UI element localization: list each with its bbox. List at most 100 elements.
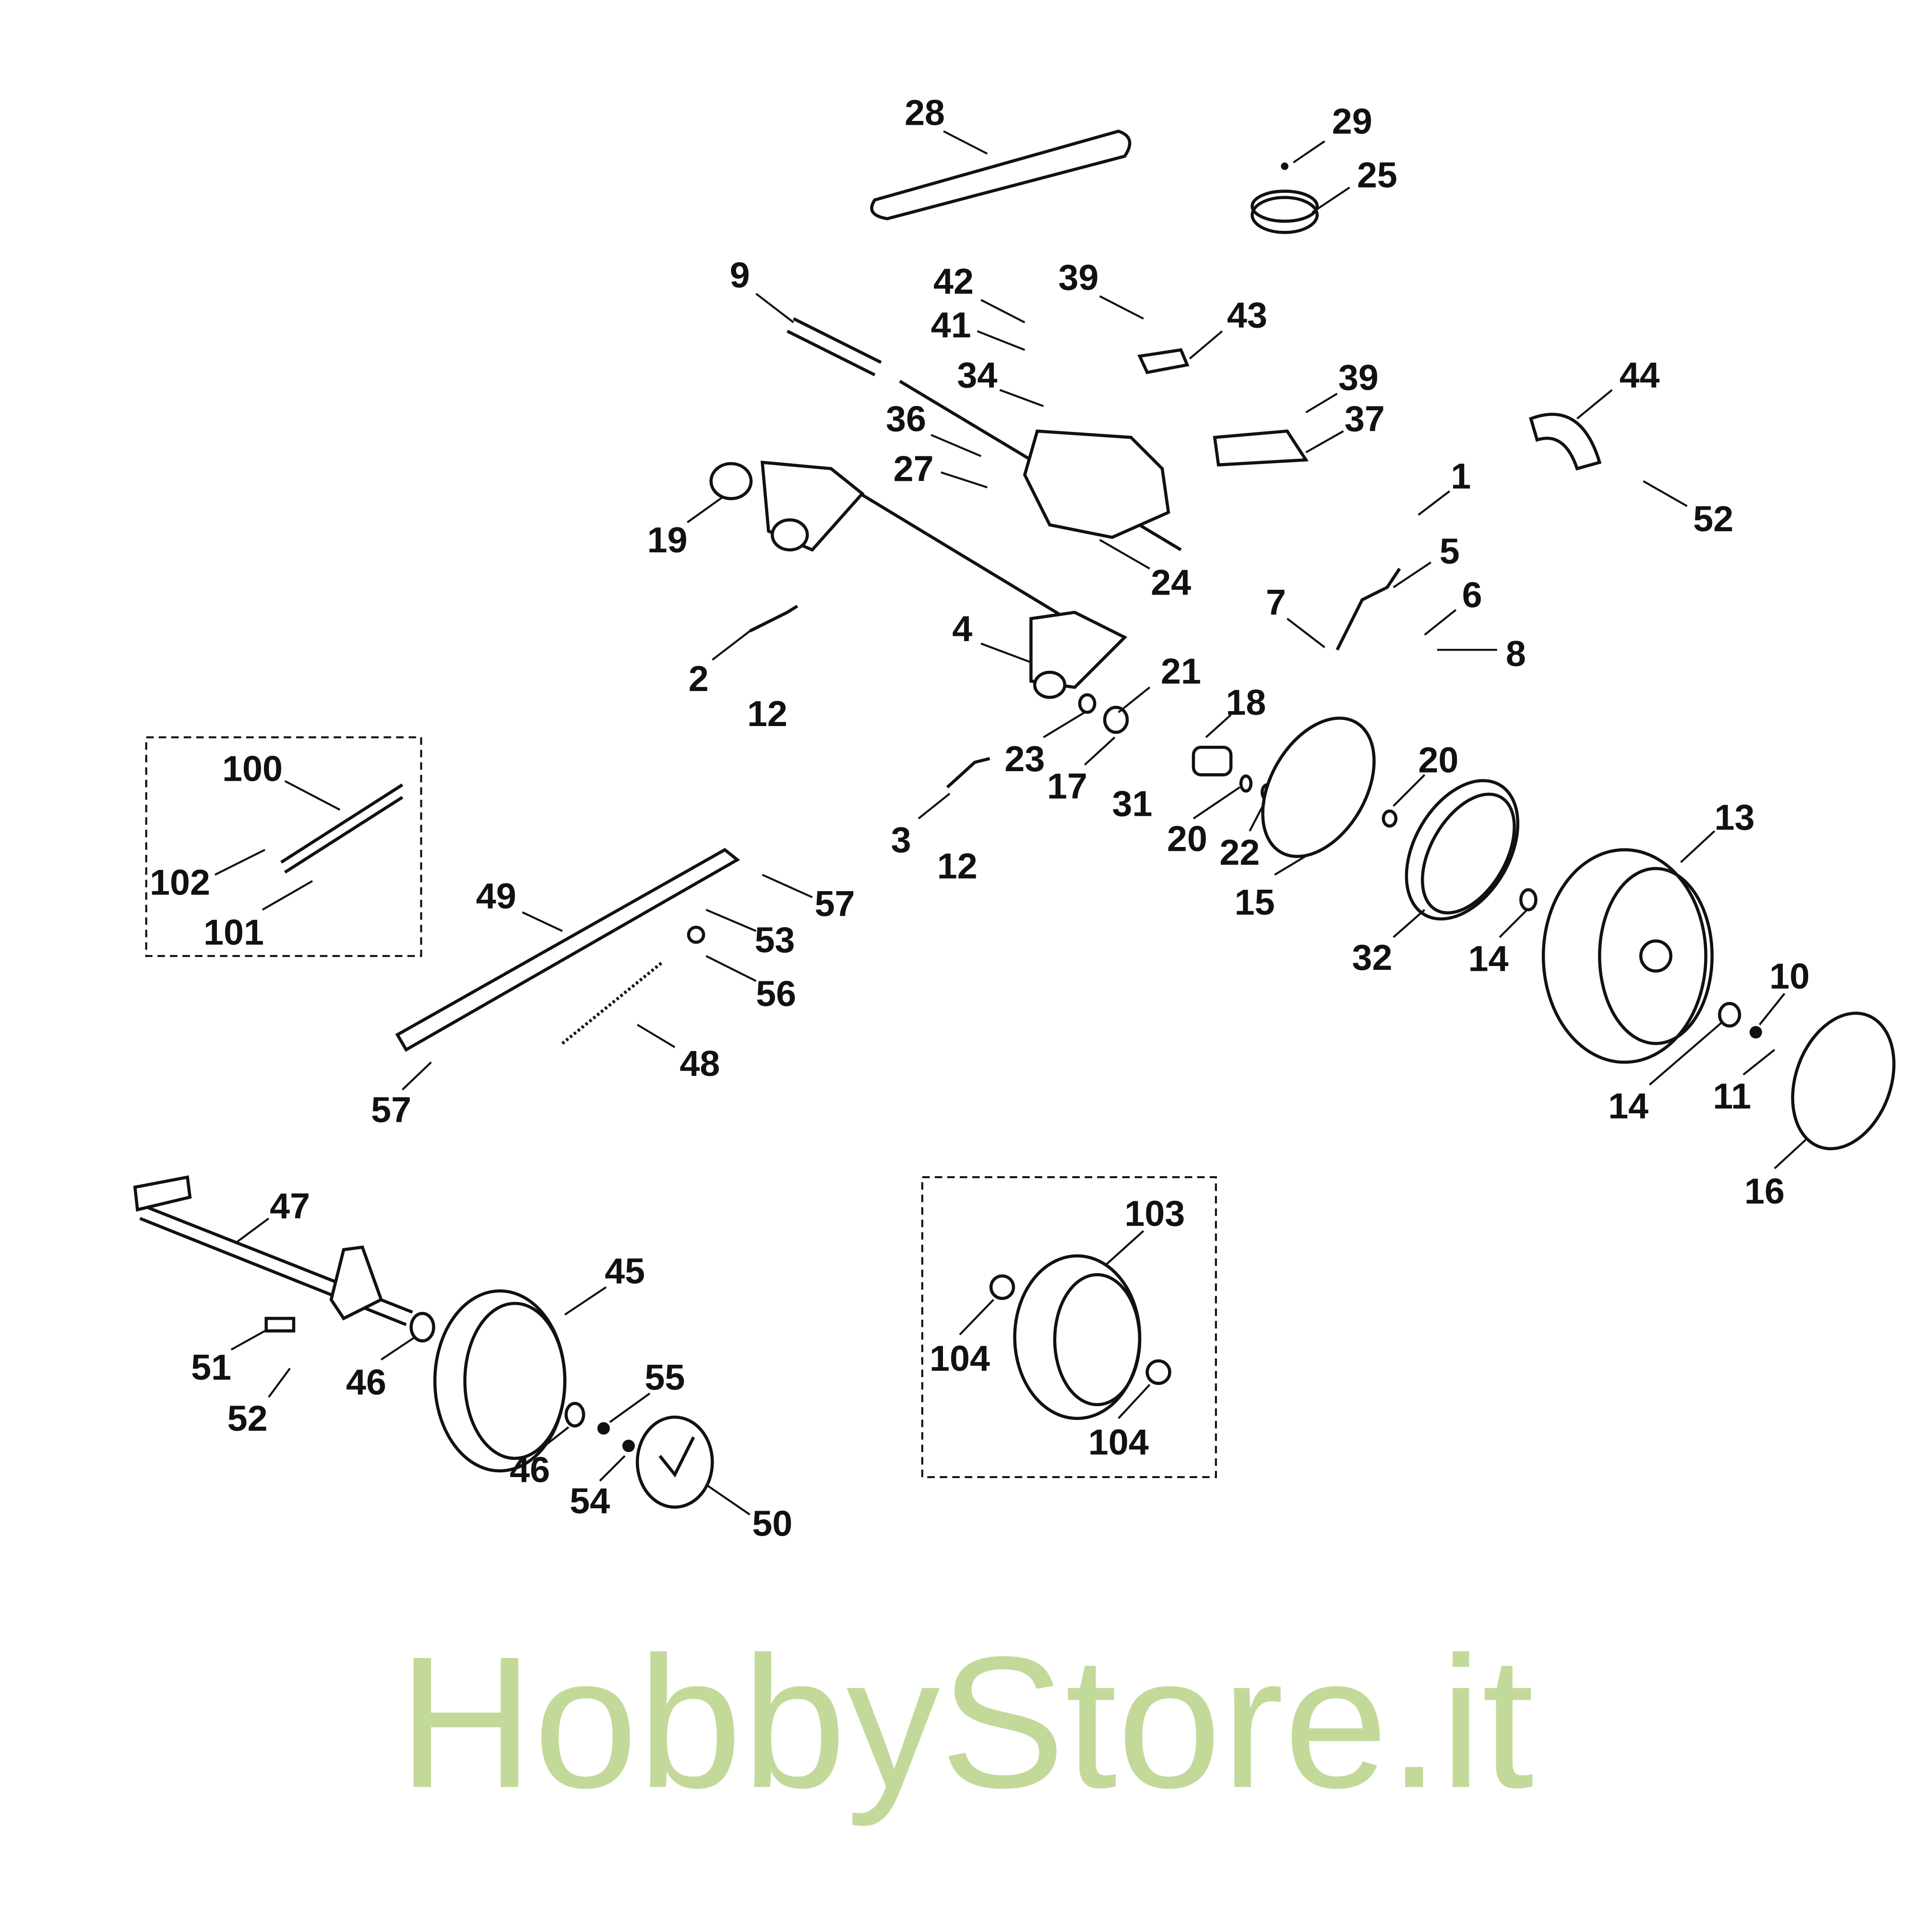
leader-line (1099, 295, 1144, 320)
callout: 102 (150, 863, 210, 903)
disc-15 (1261, 716, 1376, 858)
callout: 54 (570, 1481, 610, 1522)
callout: 51 (191, 1348, 231, 1388)
callout: 46 (510, 1450, 550, 1491)
callout: 29 (1332, 102, 1372, 142)
callout: 100 (222, 749, 283, 789)
callout: 12 (937, 847, 978, 887)
callout: 49 (476, 876, 516, 917)
callout: 104 (1088, 1422, 1149, 1463)
leader-line (941, 471, 988, 489)
nut-55 (597, 1422, 610, 1435)
leader-line (980, 299, 1026, 323)
callout: 24 (1151, 563, 1191, 603)
leader-line (755, 293, 794, 323)
leader-line (1084, 736, 1116, 766)
wheel-13-hub (1639, 939, 1672, 973)
callout: 5 (1440, 531, 1460, 572)
callout: 39 (1058, 258, 1098, 298)
leader-line (1305, 430, 1344, 453)
bushing-104 (989, 1274, 1015, 1300)
leader-line (1499, 909, 1528, 938)
callout: 9 (730, 255, 750, 296)
callout: 18 (1226, 683, 1266, 723)
leader-line (522, 911, 563, 932)
leader-line (214, 848, 266, 876)
callout: 36 (886, 399, 926, 439)
washer-20b (1382, 809, 1398, 828)
bar-100 (280, 783, 404, 874)
callout: 43 (1227, 295, 1267, 335)
cap-50 (635, 1415, 714, 1509)
wheel-13-rim (1598, 867, 1714, 1045)
callout: 12 (747, 694, 787, 734)
leader-line (1643, 480, 1688, 507)
callout: 25 (1357, 155, 1397, 196)
lever-5 (1336, 568, 1401, 651)
leader-line (1576, 389, 1613, 419)
leader-line (1759, 992, 1786, 1026)
leader-lines (214, 130, 1807, 1515)
leader-line (1293, 140, 1325, 164)
leader-line (599, 1455, 626, 1482)
leader-line (1424, 609, 1457, 636)
leader-line (705, 908, 757, 932)
leader-line (1249, 801, 1266, 832)
callout: 56 (756, 974, 796, 1014)
leader-line (705, 955, 757, 982)
leader-line (959, 1299, 994, 1336)
wheel-45-rim (463, 1301, 567, 1460)
leader-line (1105, 1230, 1145, 1265)
leader-line (1649, 1021, 1723, 1085)
ring-gear-32-inner (1420, 792, 1516, 915)
callout: 57 (815, 884, 855, 924)
leader-line (1286, 618, 1325, 648)
callout: 3 (891, 820, 911, 860)
pinion-18 (1192, 746, 1233, 776)
bushing-46b (564, 1402, 585, 1428)
callout: 4 (952, 609, 972, 649)
leader-line (977, 330, 1026, 351)
leader-line (1774, 1139, 1807, 1169)
axle-47-end (133, 1175, 192, 1212)
washer-56 (687, 926, 705, 944)
leader-line (262, 880, 313, 911)
leader-line (234, 1217, 270, 1244)
callout: 52 (1693, 499, 1733, 539)
key-29 (1281, 162, 1288, 170)
callout: 103 (1124, 1194, 1185, 1234)
leader-line (930, 434, 982, 457)
leader-line (1742, 1049, 1776, 1076)
callout: 41 (931, 305, 971, 346)
leader-line (1680, 830, 1716, 863)
pulley-25 (1251, 196, 1319, 234)
leader-line (1393, 909, 1426, 938)
callout: 19 (647, 520, 688, 561)
arm-4 (1029, 610, 1128, 689)
parts-drawing (133, 130, 1896, 1509)
leader-line (230, 1330, 266, 1351)
callout: 101 (203, 913, 264, 953)
callout: 44 (1620, 355, 1660, 395)
plate-43 (1137, 348, 1190, 374)
clip-3 (946, 757, 990, 789)
leader-line (918, 793, 951, 820)
callout: 20 (1167, 819, 1207, 859)
callout: 39 (1338, 358, 1379, 398)
spring-48 (561, 961, 664, 1045)
callout: 47 (270, 1186, 310, 1227)
callout: 2 (689, 659, 709, 699)
leader-line (268, 1368, 291, 1398)
bushing-14b (1718, 1002, 1741, 1028)
callout: 52 (227, 1399, 268, 1439)
bracket-47 (329, 1245, 383, 1321)
leader-line (1312, 186, 1350, 214)
nut-11 (1749, 1026, 1762, 1039)
washer-20 (1239, 774, 1252, 793)
clip-51 (264, 1317, 296, 1333)
bushing-104b (1145, 1359, 1171, 1385)
leader-line (1205, 714, 1232, 738)
callout: 28 (905, 93, 945, 133)
